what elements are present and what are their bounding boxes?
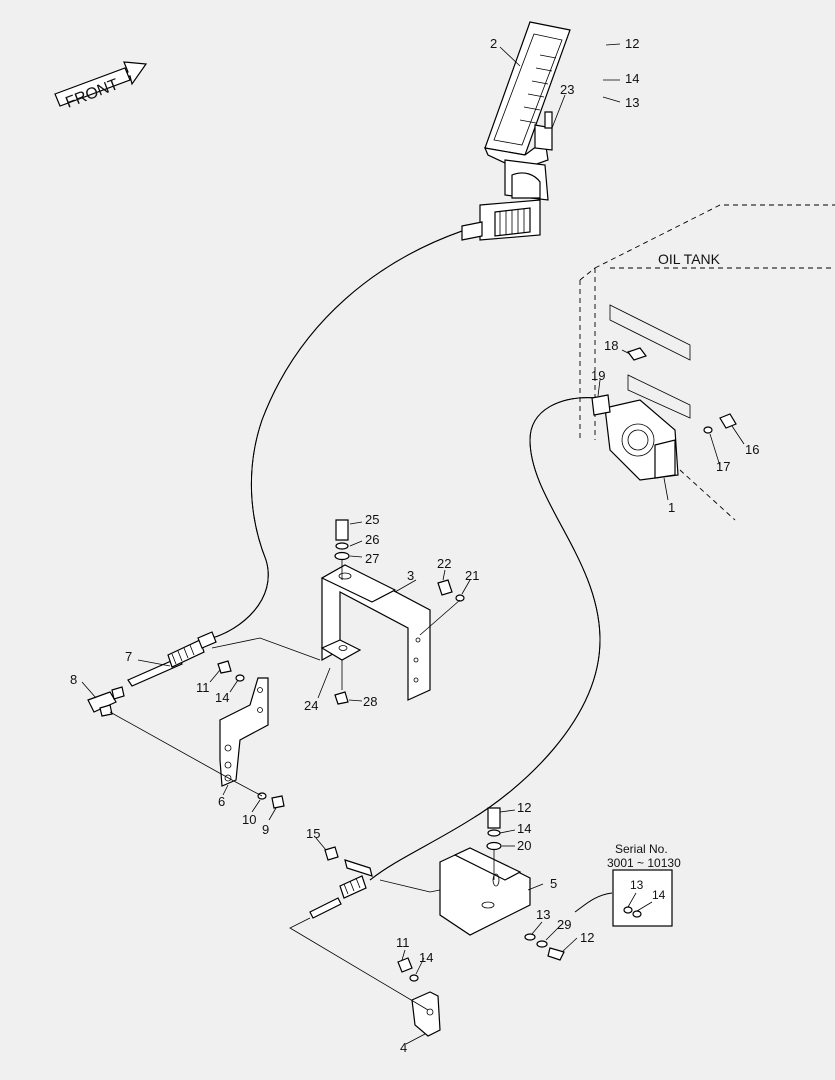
callout-4: 4 [400,1040,407,1055]
callout-15: 15 [306,826,320,841]
callout-28: 28 [363,694,377,709]
serial-box: Serial No. 3001 ~ 10130 13 14 [574,842,681,927]
serial-part-14: 14 [652,888,666,902]
callout-19: 19 [591,368,605,383]
callout-23: 23 [560,82,574,97]
callout-27: 27 [365,551,379,566]
callout-14b: 14 [215,690,229,705]
callout-13: 13 [625,95,639,110]
callout-3: 3 [407,568,414,583]
serial-part-13: 13 [630,878,644,892]
front-arrow: FRONT [54,61,148,112]
serial-range: 3001 ~ 10130 [607,856,681,870]
callout-13b: 13 [536,907,550,922]
cable-end-lever [87,631,285,809]
callout-11: 11 [196,680,210,695]
callout-2: 2 [490,36,497,51]
oil-tank: OIL TANK [579,204,835,521]
actuator-hardware [627,347,737,434]
callout-11b: 11 [396,935,410,950]
accelerator-pedal [461,21,571,241]
actuator [591,394,679,481]
callout-29: 29 [557,917,571,932]
callout-17: 17 [716,459,730,474]
callout-14: 14 [625,71,639,86]
bracket-5 [379,807,565,961]
callout-22: 22 [437,556,451,571]
callout-12b: 12 [517,800,531,815]
oil-tank-label: OIL TANK [658,251,721,267]
callout-18: 18 [604,338,618,353]
callout-16: 16 [745,442,759,457]
callout-14d: 14 [419,950,433,965]
callout-25: 25 [365,512,379,527]
callout-7: 7 [125,649,132,664]
callout-14c: 14 [517,821,531,836]
callout-labels: 2 12 14 13 23 18 19 16 17 1 25 26 27 22 … [70,36,759,1055]
callout-21: 21 [465,568,479,583]
callout-24: 24 [304,698,318,713]
serial-title: Serial No. [615,842,668,856]
cable-end-lower [289,846,441,1037]
callout-6: 6 [218,794,225,809]
callout-10: 10 [242,812,256,827]
actuator-cable [369,397,601,881]
bracket-3 [211,519,465,705]
callout-8: 8 [70,672,77,687]
callout-5: 5 [550,876,557,891]
callout-26: 26 [365,532,379,547]
callout-9: 9 [262,822,269,837]
callout-1: 1 [668,500,675,515]
callout-12c: 12 [580,930,594,945]
leader-lines [81,43,745,1045]
callout-20: 20 [517,838,531,853]
callout-12: 12 [625,36,639,51]
